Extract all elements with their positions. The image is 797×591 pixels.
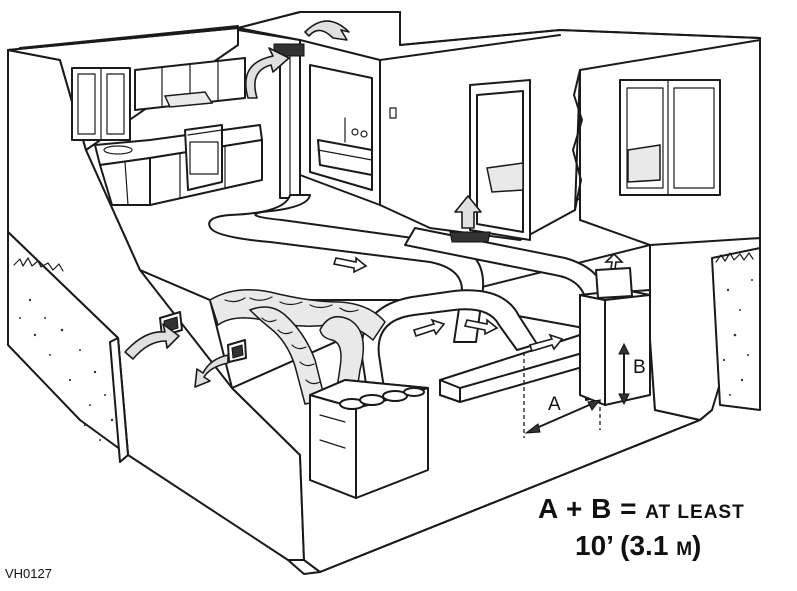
- length-imperial: 10’ (3.1: [575, 530, 677, 561]
- outside-vents: [124, 311, 247, 388]
- kitchen: [71, 57, 263, 206]
- minimum-length-value: 10’ (3.1 M): [575, 530, 701, 562]
- dimension-b-label: B: [633, 357, 646, 378]
- dimension-lines: [523, 342, 630, 438]
- furnace: [579, 267, 651, 406]
- exhaust-stack: [244, 20, 350, 199]
- figure-code: VH0127: [5, 566, 52, 581]
- soil-texture-right: [715, 252, 754, 396]
- ductwork: [208, 194, 624, 403]
- soil-texture-left: [13, 257, 114, 441]
- minimum-length-formula: A + B = AT LEAST: [538, 493, 745, 525]
- length-unit: M: [676, 539, 693, 560]
- formula-at-least: AT LEAST: [645, 502, 745, 523]
- bedroom: [389, 79, 721, 241]
- length-close: ): [692, 530, 702, 561]
- formula-head: A + B =: [538, 493, 646, 524]
- ventilator-unit: [309, 379, 429, 499]
- bathroom: [309, 64, 373, 191]
- dimension-a-label: A: [548, 394, 561, 415]
